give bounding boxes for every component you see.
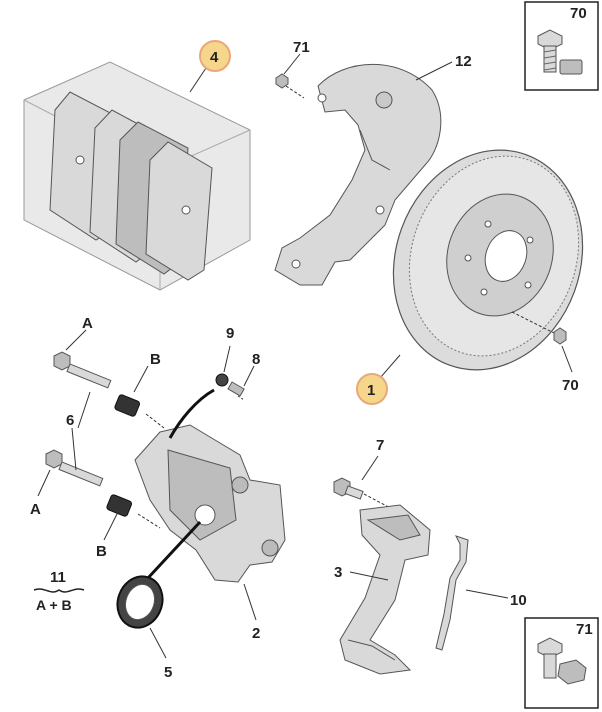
splash-shield — [274, 63, 442, 286]
piston-seal — [116, 520, 202, 629]
label-8: 8 — [252, 351, 260, 368]
dust-cap — [168, 373, 229, 439]
label-a-top: A — [82, 315, 93, 332]
label-kit-formula: A + B — [36, 597, 72, 613]
label-11: 11 — [50, 569, 66, 586]
label-b-top: B — [150, 351, 161, 368]
label-4: 4 — [210, 49, 219, 66]
bracket-bolt — [333, 477, 399, 513]
label-5: 5 — [164, 664, 172, 681]
label-9: 9 — [226, 325, 234, 342]
label-3: 3 — [334, 564, 342, 581]
bolt-icon — [537, 637, 587, 685]
label-10: 10 — [510, 592, 527, 609]
label-1: 1 — [367, 382, 375, 399]
label-71: 71 — [293, 39, 310, 56]
brake-disc — [392, 149, 584, 371]
guide-pin-lower — [45, 449, 161, 529]
disc-screw — [511, 311, 567, 345]
highlight-circle-4 — [199, 40, 231, 72]
label-7: 7 — [376, 437, 384, 454]
shield-screw — [275, 73, 305, 99]
label-b-bottom: B — [96, 543, 107, 560]
inset-bottom-label: 71 — [576, 621, 593, 638]
label-2: 2 — [252, 625, 260, 642]
caliper-body — [134, 424, 286, 583]
anti-rattle-clip — [435, 535, 469, 651]
inset-screw-70: 70 — [524, 1, 599, 91]
label-70: 70 — [562, 377, 579, 394]
guide-pin-upper — [53, 351, 165, 429]
label-6: 6 — [66, 412, 74, 429]
kit-brace-icon — [33, 588, 85, 593]
label-a-bottom: A — [30, 501, 41, 518]
label-12: 12 — [455, 53, 472, 70]
bleed-screw — [227, 381, 245, 401]
caliper-carrier — [339, 504, 431, 675]
highlight-circle-1 — [356, 373, 388, 405]
inset-top-label: 70 — [570, 5, 587, 22]
inset-screw-71: 71 — [524, 617, 599, 709]
screw-icon — [537, 29, 583, 75]
brake-pads-set — [23, 61, 251, 291]
